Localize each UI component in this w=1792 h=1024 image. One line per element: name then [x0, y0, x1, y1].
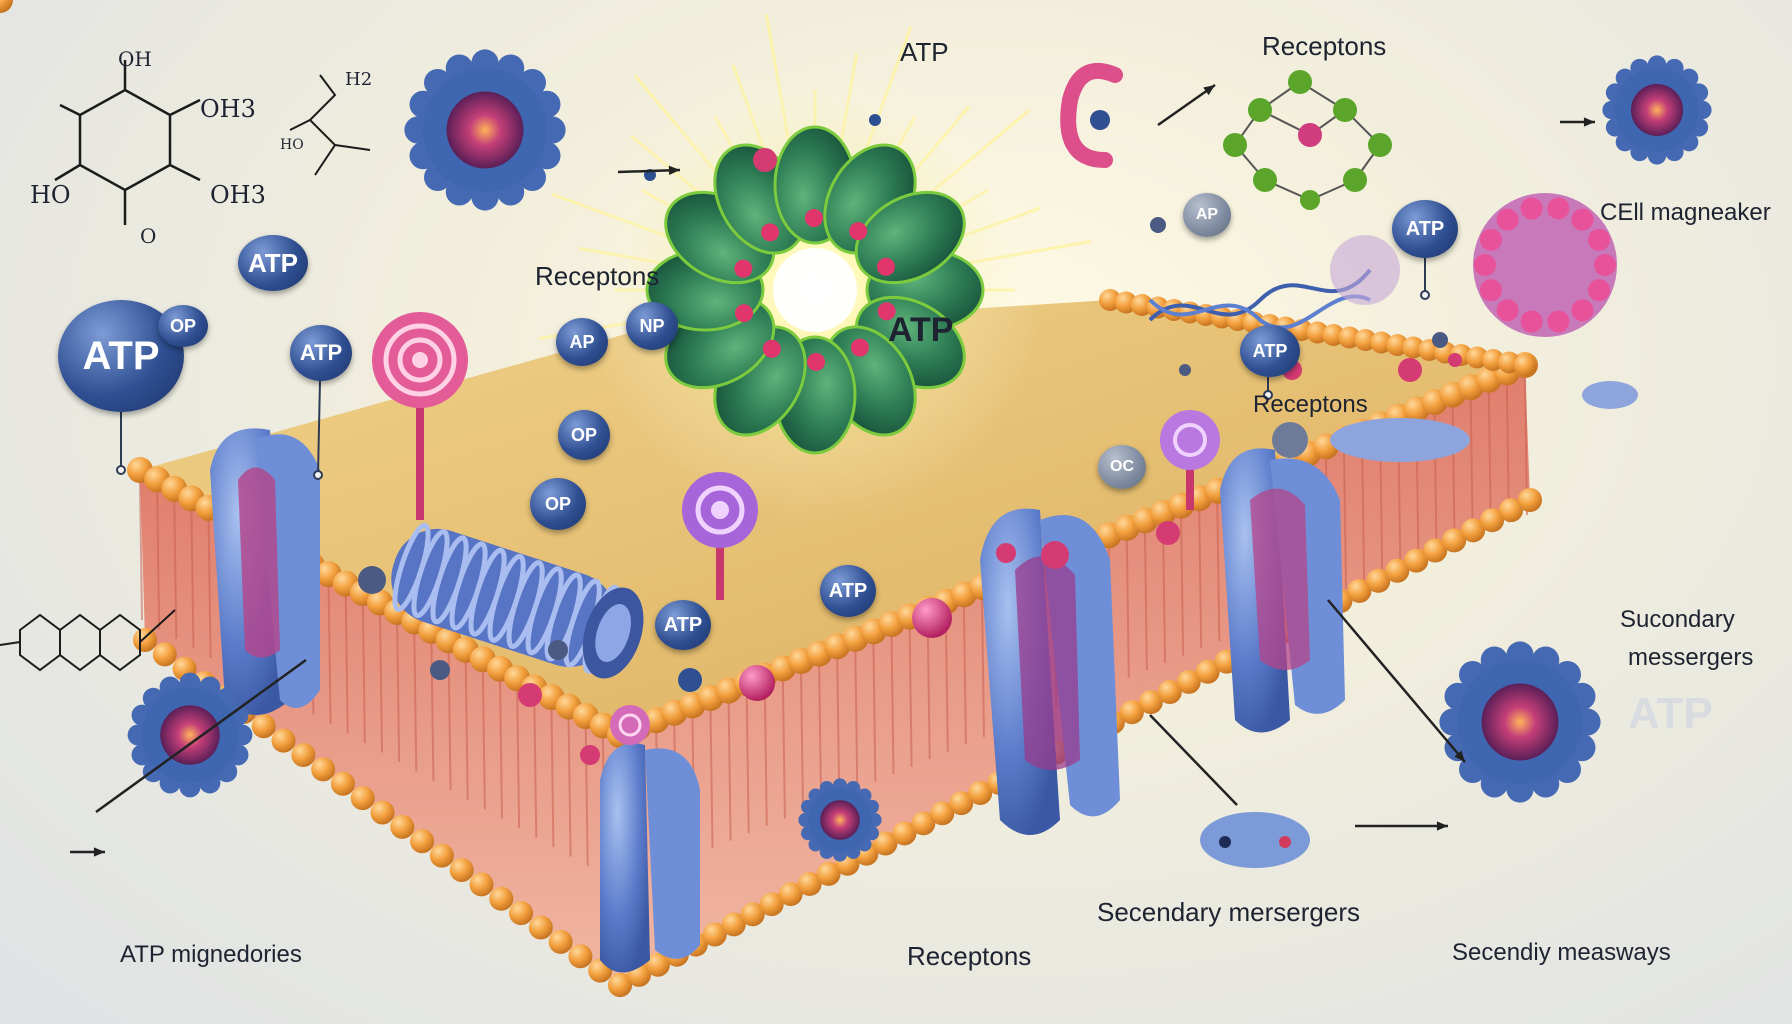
- membrane-bumps: [1330, 381, 1638, 462]
- op-badge-1: OP: [158, 305, 208, 347]
- hook-receptor: [1060, 63, 1123, 168]
- mol-label-oh-right: OH3: [210, 181, 266, 209]
- mol-label-h2: H2: [345, 69, 373, 90]
- virus-particles: [127, 49, 1712, 862]
- atp-badge-6: ATP: [1392, 200, 1458, 258]
- ap-badge-1: AP: [556, 318, 608, 366]
- mol-label-oh-top: OH: [118, 47, 152, 71]
- label-atp-top: ATP: [900, 37, 949, 67]
- atp-core-complex: [645, 125, 985, 455]
- op-badge-3: OP: [530, 478, 586, 530]
- scattered-molecules: [358, 110, 1462, 765]
- atp-badge-7: ATP: [1240, 325, 1300, 377]
- label-faded-atp: ATP: [1628, 689, 1713, 738]
- op-badge-2: OP: [558, 410, 610, 460]
- label-receptors-left: Receptons: [535, 261, 660, 291]
- receptor-network-nodes: [1223, 70, 1392, 210]
- mol-label-o-bottom: O: [140, 224, 157, 248]
- mol-label-oh3: OH3: [200, 95, 256, 123]
- oc-badge-grey: OC: [1098, 445, 1146, 489]
- chemical-structure-left: [0, 609, 176, 672]
- atp-badge-1: ATP: [238, 235, 308, 291]
- np-badge-1: NP: [626, 302, 678, 350]
- arrows: [70, 83, 1595, 857]
- messenger-blob: [1200, 812, 1310, 868]
- label-cell: CEll magneaker: [1600, 199, 1771, 226]
- chemical-structure-top-left: [54, 60, 201, 225]
- atp-core-light: [773, 248, 857, 332]
- label-receptors-top: Receptons: [1262, 31, 1387, 61]
- receptor-purple: [682, 472, 758, 600]
- atp-badge-3: ATP: [290, 325, 352, 381]
- mol-label-ho: HO: [30, 181, 71, 209]
- label-secondary-right-1: Sucondary: [1620, 606, 1735, 633]
- coiled-channel: [391, 523, 644, 679]
- atp-badge-4: ATP: [820, 565, 876, 617]
- label-pathways-bottom-right: Secendiy measways: [1452, 939, 1671, 966]
- purple-cell-ghost: [1330, 235, 1400, 305]
- atp-badge-2: ATP: [58, 300, 184, 412]
- label-secondary-right-2: messergers: [1628, 644, 1754, 671]
- channel-protein-bottom: [600, 743, 700, 973]
- dna-helix: [1148, 268, 1372, 330]
- channel-protein-center: [980, 508, 1120, 835]
- receptor-purple-right: [1160, 410, 1220, 510]
- chemical-chain: [289, 74, 371, 176]
- label-atp-bottom-left: ATP mignedories: [120, 941, 302, 968]
- channel-protein-right: [1220, 448, 1345, 733]
- channel-protein-left: [210, 428, 320, 715]
- atp-badge-5: ATP: [655, 600, 711, 650]
- mol-label-hz: HO: [280, 137, 304, 153]
- pink-virus-cluster: [1473, 193, 1617, 337]
- receptor-pink-spiral: [372, 312, 468, 520]
- label-receptors-mid: Receptons: [1253, 391, 1368, 418]
- label-secondary-bottom: Secendary mersergers: [1097, 897, 1360, 927]
- badge-pins: [116, 258, 1430, 480]
- ap-badge-grey: AP: [1183, 193, 1231, 237]
- receptor-small-pink: [610, 705, 650, 745]
- label-center-atp: ATP: [888, 311, 954, 349]
- label-receptors-bottom: Receptons: [907, 941, 1032, 971]
